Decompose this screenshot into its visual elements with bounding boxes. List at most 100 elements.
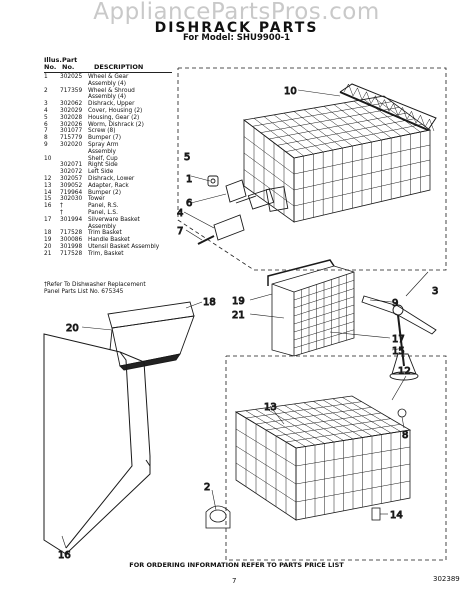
parts-row: Assembly bbox=[44, 224, 172, 231]
illus-number: 17 bbox=[44, 216, 52, 223]
header-rule bbox=[44, 72, 172, 73]
part-description: Wheel & Shroud bbox=[88, 87, 135, 94]
part-number: 719964 bbox=[60, 189, 83, 196]
parts-row: †Panel, L.S. bbox=[44, 210, 172, 217]
illus-number: 18 bbox=[44, 230, 52, 237]
callout-17: 17 bbox=[392, 334, 405, 345]
upper-rack-outline bbox=[177, 67, 447, 271]
illus-number: 1 bbox=[44, 74, 48, 80]
callout-15: 15 bbox=[392, 346, 405, 357]
watermark: AppliancePartsPros.com bbox=[93, 0, 380, 25]
illus-number: 12 bbox=[44, 175, 52, 182]
part-description: Left Side bbox=[88, 169, 114, 176]
illus-number: 16 bbox=[44, 203, 52, 210]
parts-row: 1 302025 Wheel & Gear bbox=[44, 74, 172, 81]
part-number: 300086 bbox=[60, 237, 83, 244]
part-number: 717528 bbox=[60, 250, 83, 257]
part-description: Assembly bbox=[88, 148, 116, 155]
part-description: Spray Arm bbox=[88, 141, 119, 148]
callout-13: 13 bbox=[264, 402, 277, 413]
illus-number: 10 bbox=[44, 155, 52, 162]
part-number: 717528 bbox=[60, 230, 83, 237]
part-description: Wheel & Gear bbox=[88, 74, 129, 80]
part-number: 717359 bbox=[60, 87, 83, 94]
illus-number: 15 bbox=[44, 196, 52, 203]
part-description: Dishrack, Upper bbox=[88, 101, 135, 108]
callout-18: 18 bbox=[203, 297, 216, 308]
illus-number: 7 bbox=[44, 128, 48, 135]
parts-row: 8 715779 Bumper (7) bbox=[44, 135, 172, 142]
part-description: Housing, Gear (2) bbox=[88, 114, 140, 121]
part-number: 302025 bbox=[60, 74, 83, 80]
illus-number: 4 bbox=[44, 107, 48, 114]
part-number: 309052 bbox=[60, 182, 83, 189]
page-title: DISHRACK PARTS bbox=[154, 20, 319, 36]
callout-1: 1 bbox=[186, 174, 192, 185]
part-description: Bumper (7) bbox=[88, 135, 121, 142]
callout-20: 20 bbox=[66, 323, 79, 334]
part-number: 302071 bbox=[60, 162, 83, 169]
illus-number: 6 bbox=[44, 121, 48, 128]
parts-row: Assembly bbox=[44, 149, 172, 156]
illus-number: 5 bbox=[44, 114, 48, 121]
callout-8: 8 bbox=[402, 430, 408, 441]
parts-row: 302072 Left Side bbox=[44, 169, 172, 176]
spray-arm-assembly bbox=[361, 295, 437, 381]
callout-10: 10 bbox=[284, 86, 297, 97]
illus-number: 19 bbox=[44, 237, 52, 244]
callout-9: 9 bbox=[392, 298, 398, 309]
header-illus: Illus.No. bbox=[44, 56, 62, 71]
callout-leaders bbox=[61, 89, 429, 549]
parts-row: 16 † Panel, R.S. bbox=[44, 203, 172, 210]
part-number: 301998 bbox=[60, 243, 83, 250]
ordering-note: FOR ORDERING INFORMATION REFER TO PARTS … bbox=[129, 561, 344, 569]
callout-3: 3 bbox=[432, 286, 438, 297]
part-description: Assembly bbox=[88, 223, 116, 230]
upper-dishrack bbox=[243, 83, 437, 223]
part-description: Assembly (4) bbox=[88, 94, 126, 101]
part-number: 302057 bbox=[60, 175, 83, 182]
part-number: † bbox=[60, 203, 63, 210]
callout-5: 5 bbox=[184, 152, 190, 163]
part-number: 302072 bbox=[60, 169, 83, 176]
illus-number: 14 bbox=[44, 189, 52, 196]
gear-housing-parts bbox=[197, 175, 289, 245]
utensil-basket bbox=[107, 301, 195, 371]
part-description: Assembly (4) bbox=[88, 80, 126, 87]
part-description: Shelf, Cup bbox=[88, 155, 118, 162]
part-description: Handle Basket bbox=[88, 237, 130, 244]
page-number: 7 bbox=[232, 577, 237, 585]
illus-number: 13 bbox=[44, 182, 52, 189]
part-description: Panel, R.S. bbox=[88, 203, 119, 210]
part-number: 715779 bbox=[60, 135, 83, 142]
parts-row: 10 Shelf, Cup bbox=[44, 156, 172, 163]
parts-row: 302071 Right Side bbox=[44, 162, 172, 169]
part-number: 301994 bbox=[60, 216, 83, 223]
part-number: 302030 bbox=[60, 196, 83, 203]
part-number: 302020 bbox=[60, 141, 83, 148]
callout-2: 2 bbox=[204, 482, 210, 493]
part-description: Right Side bbox=[88, 162, 118, 169]
illus-number: 21 bbox=[44, 250, 52, 257]
callout-12: 12 bbox=[398, 366, 411, 377]
part-description: Screw (8) bbox=[88, 128, 116, 135]
lower-rack-outline bbox=[225, 355, 447, 561]
illus-number: 8 bbox=[44, 135, 48, 142]
callout-14: 14 bbox=[390, 510, 403, 521]
